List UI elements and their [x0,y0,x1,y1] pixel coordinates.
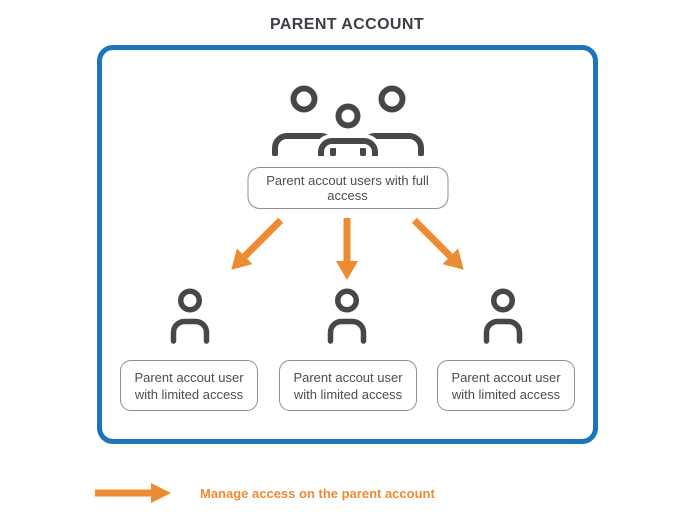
limited-access-line2: with limited access [451,386,561,402]
full-access-box: Parent accout users with full access [247,167,448,209]
group-users-icon [268,82,428,163]
limited-access-box: Parent accout user with limited access [279,360,417,411]
limited-access-box: Parent accout user with limited access [120,360,258,411]
limited-access-line1: Parent accout user [134,369,244,385]
arrow-down-right-icon [405,211,473,279]
limited-access-line1: Parent accout user [293,369,403,385]
page-title: PARENT ACCOUNT [269,16,425,33]
arrow-down-left-icon [222,211,290,279]
arrow-down-icon [334,218,360,280]
limited-access-line2: with limited access [293,386,403,402]
legend-label: Manage access on the parent account [200,486,435,501]
user-icon [480,288,526,344]
limited-access-box: Parent accout user with limited access [437,360,575,411]
arrow-right-icon [95,481,171,505]
limited-access-line1: Parent accout user [451,369,561,385]
parent-account-frame: Parent accout users with full access [97,45,598,444]
user-icon [167,288,213,344]
full-access-label: Parent accout users with full access [266,173,429,203]
user-icon [324,288,370,344]
limited-access-line2: with limited access [134,386,244,402]
